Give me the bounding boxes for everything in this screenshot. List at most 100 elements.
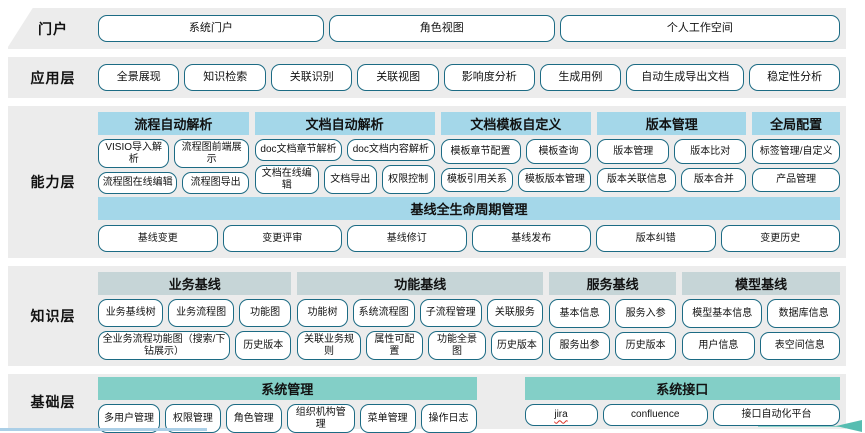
- layer-band-capability: 能力层 流程自动解析 VISIO导入解析流程图前端展示流程图在线编辑流程图导出 文档…: [8, 106, 846, 258]
- group-header: 全局配置: [752, 112, 840, 135]
- feature-box: 功能全景图: [428, 331, 486, 360]
- feature-box: 标签管理/自定义: [752, 139, 840, 164]
- feature-box: 影响度分析: [443, 64, 535, 91]
- feature-box: VISIO导入解析: [98, 139, 170, 168]
- feature-box: 版本关联信息: [597, 167, 677, 192]
- group-box-row: 业务基线树业务流程图功能图: [98, 299, 292, 327]
- feature-box: 关联业务规则: [297, 331, 361, 360]
- group-header: 服务基线: [548, 272, 677, 295]
- feature-box: doc文档内容解析: [347, 139, 435, 161]
- group-box-row: 流程图在线编辑流程图导出: [98, 172, 249, 194]
- feature-box: 角色管理: [225, 404, 282, 433]
- group-box-row: 关联业务规则属性可配置功能全景图历史版本: [297, 331, 543, 360]
- group-box-row: 基本信息服务入参: [548, 299, 677, 328]
- feature-box: 模板版本管理: [518, 167, 592, 192]
- group-box-row: 用户信息表空间信息: [682, 331, 840, 360]
- group-box-row: 多用户管理权限管理角色管理组织机构管理菜单管理操作日志: [98, 404, 477, 433]
- group-box-row: 模板章节配置模板查询: [440, 139, 592, 164]
- feature-box: 基线修订: [347, 225, 467, 252]
- feature-box: 组织机构管理: [286, 404, 355, 433]
- feature-box: 变更历史: [720, 225, 840, 252]
- baseline-lifecycle-header: 基线全生命周期管理: [98, 197, 840, 220]
- feature-box: 角色视图: [328, 15, 555, 42]
- feature-box: 流程图导出: [182, 172, 249, 194]
- feature-box: 服务入参: [615, 299, 677, 328]
- group-box-row: 版本关联信息版本合并: [597, 167, 747, 192]
- application-box-row: 全景展现知识检索关联识别关联视图影响度分析生成用例自动生成导出文档稳定性分析: [98, 64, 840, 91]
- feature-box: 历史版本: [615, 331, 677, 360]
- feature-box: jira: [524, 404, 598, 426]
- knowledge-groups: 业务基线业务基线树业务流程图功能图全业务流程功能图（搜索/下钻展示）历史版本功能…: [98, 272, 840, 360]
- feature-box: 历史版本: [235, 331, 292, 360]
- feature-box: 个人工作空间: [559, 15, 840, 42]
- group-box-row: 产品管理: [752, 167, 840, 192]
- feature-box: 基本信息: [548, 299, 611, 328]
- group-header: 业务基线: [98, 272, 292, 295]
- feature-box: 菜单管理: [359, 404, 416, 433]
- feature-box: 版本纠错: [596, 225, 716, 252]
- feature-box: 变更评审: [222, 225, 342, 252]
- bottom-accent-line: [0, 428, 207, 431]
- feature-box: 流程图在线编辑: [98, 172, 178, 194]
- knowledge-group: 服务基线基本信息服务入参服务出参历史版本: [548, 272, 677, 360]
- layer-label-knowledge: 知识层: [30, 308, 76, 324]
- layer-label-application: 应用层: [30, 69, 76, 86]
- feature-box: 模板章节配置: [440, 139, 521, 164]
- feature-box: 业务基线树: [98, 299, 164, 327]
- group-box-row: 服务出参历史版本: [548, 331, 677, 360]
- group-header: 版本管理: [597, 112, 747, 135]
- group-header: 模型基线: [682, 272, 840, 295]
- group-header: 功能基线: [297, 272, 543, 295]
- feature-box: doc文档章节解析: [254, 139, 343, 161]
- group-header: 文档自动解析: [254, 112, 435, 135]
- corner-fold-decoration: [6, 6, 34, 50]
- arrow-line-decoration: [758, 426, 840, 427]
- feature-box: 关联识别: [270, 64, 353, 91]
- feature-box: 关联服务: [486, 299, 543, 327]
- group-header: 系统管理: [98, 377, 477, 400]
- feature-box: 历史版本: [490, 331, 543, 360]
- layer-band-portal: 门户 系统门户角色视图个人工作空间: [8, 8, 846, 49]
- knowledge-group: 业务基线业务基线树业务流程图功能图全业务流程功能图（搜索/下钻展示）历史版本: [98, 272, 292, 360]
- feature-box: 接口自动化平台: [712, 404, 840, 426]
- feature-box: 属性可配置: [365, 331, 424, 360]
- feature-box: 系统门户: [98, 15, 324, 42]
- feature-box: 服务出参: [548, 331, 611, 360]
- feature-box: 知识检索: [184, 64, 266, 91]
- feature-box: 文档导出: [323, 165, 377, 194]
- layer-label-portal: 门户: [38, 20, 68, 37]
- layer-label-capability: 能力层: [30, 174, 76, 190]
- feature-box: 版本合并: [681, 167, 747, 192]
- group-box-row: 功能树系统流程图子流程管理关联服务: [297, 299, 543, 327]
- group-box-row: 标签管理/自定义: [752, 139, 840, 164]
- capability-group: 文档模板自定义模板章节配置模板查询模板引用关系模板版本管理: [440, 112, 592, 192]
- capability-group: 全局配置标签管理/自定义产品管理: [752, 112, 840, 192]
- feature-box: 权限控制: [381, 165, 435, 194]
- architecture-diagram: 门户 系统门户角色视图个人工作空间 应用层 全景展现知识检索关联识别关联视图影响…: [8, 8, 846, 433]
- group-header: 流程自动解析: [98, 112, 249, 135]
- feature-box: 模型基本信息: [682, 299, 763, 328]
- feature-box: 数据库信息: [767, 299, 840, 328]
- feature-box: confluence: [602, 404, 708, 426]
- feature-box: 业务流程图: [168, 299, 234, 327]
- group-header: 系统接口: [524, 377, 840, 400]
- group-box-row: VISIO导入解析流程图前端展示: [98, 139, 249, 168]
- group-box-row: 版本管理版本比对: [597, 139, 747, 164]
- group-box-row: 全业务流程功能图（搜索/下钻展示）历史版本: [98, 331, 292, 360]
- layer-band-knowledge: 知识层 业务基线业务基线树业务流程图功能图全业务流程功能图（搜索/下钻展示）历史…: [8, 266, 846, 366]
- feature-box: 模板引用关系: [440, 167, 514, 192]
- feature-box: 自动生成导出文档: [626, 64, 745, 91]
- feature-box: 操作日志: [420, 404, 477, 433]
- group-box-row: 模板引用关系模板版本管理: [440, 167, 592, 192]
- capability-group: 流程自动解析 VISIO导入解析流程图前端展示流程图在线编辑流程图导出: [98, 112, 249, 194]
- feature-box: 生成用例: [539, 64, 622, 91]
- feature-box: 全景展现: [98, 64, 180, 91]
- feature-box: 功能树: [297, 299, 348, 327]
- feature-box: 系统流程图: [352, 299, 415, 327]
- feature-box: 基线变更: [98, 225, 218, 252]
- knowledge-group: 模型基线模型基本信息数据库信息用户信息表空间信息: [682, 272, 840, 360]
- group-header: 文档模板自定义: [440, 112, 592, 135]
